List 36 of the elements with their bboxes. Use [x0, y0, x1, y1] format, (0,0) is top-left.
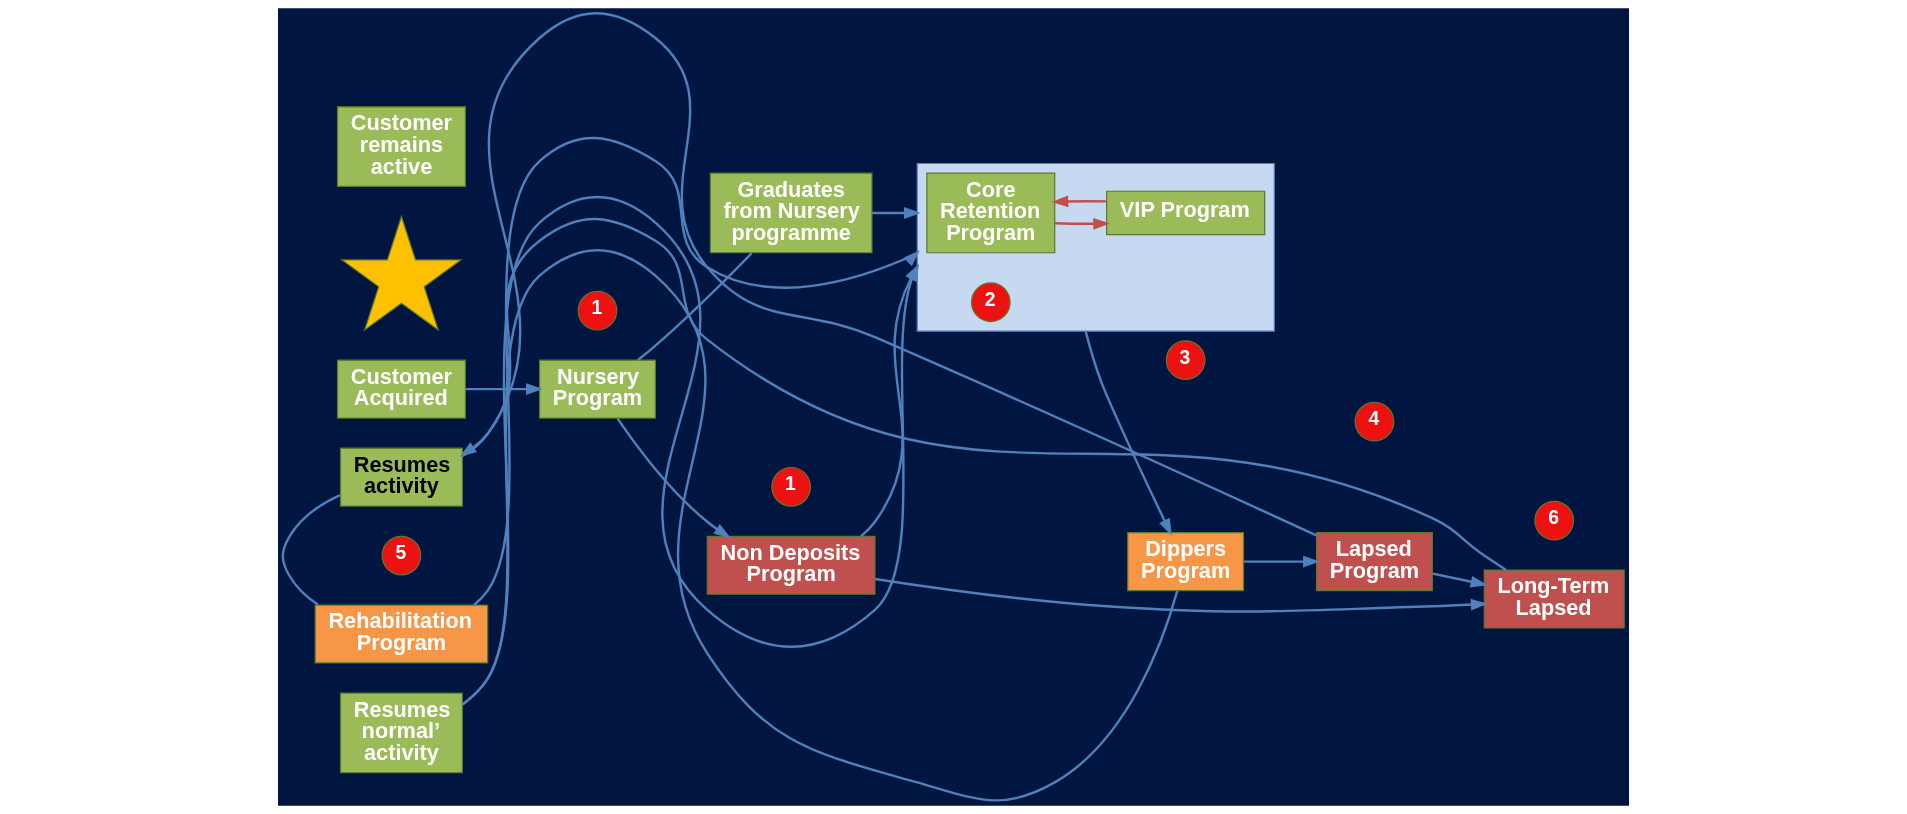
arrow	[1054, 217, 1111, 230]
node-star	[340, 214, 463, 332]
arrow	[459, 217, 1507, 571]
arrow	[1243, 555, 1320, 568]
node-box: Lapsed Program	[1315, 532, 1433, 592]
cluster	[916, 162, 1275, 332]
node-box: Customer remains active	[336, 106, 466, 187]
node-box: Nursery Program	[538, 359, 656, 419]
node-box: Long-Term Lapsed	[1483, 569, 1625, 629]
arrow	[874, 577, 1488, 613]
node-box: VIP Program	[1106, 190, 1266, 236]
node-box: Resumes normal’ activity	[339, 692, 463, 774]
connector	[461, 12, 1317, 537]
node-circle: 6	[1534, 500, 1575, 541]
node-box: Customer Acquired	[336, 359, 466, 419]
node-circle: 4	[1354, 401, 1395, 442]
node-box: Non Deposits Program	[706, 535, 876, 595]
connector	[461, 249, 1179, 802]
connector	[637, 252, 753, 361]
node-circle: 5	[381, 535, 422, 576]
arrow	[616, 417, 731, 539]
node-circle: 3	[1165, 340, 1206, 381]
connector	[281, 494, 341, 606]
arrow	[1432, 572, 1488, 588]
node-box: Graduates from Nursery programme	[709, 172, 873, 254]
node-circle: 2	[970, 282, 1011, 323]
arrow	[872, 207, 921, 219]
node-box: Core Retention Program	[926, 172, 1056, 254]
node-box: Rehabilitation Program	[314, 604, 489, 664]
node-box: Resumes activity	[339, 447, 463, 507]
arrow	[1084, 330, 1172, 536]
node-circle: 1	[577, 290, 618, 331]
arrow	[1051, 195, 1107, 208]
node-box: Dippers Program	[1127, 532, 1245, 592]
arrow	[465, 383, 543, 395]
node-circle: 1	[771, 466, 812, 507]
